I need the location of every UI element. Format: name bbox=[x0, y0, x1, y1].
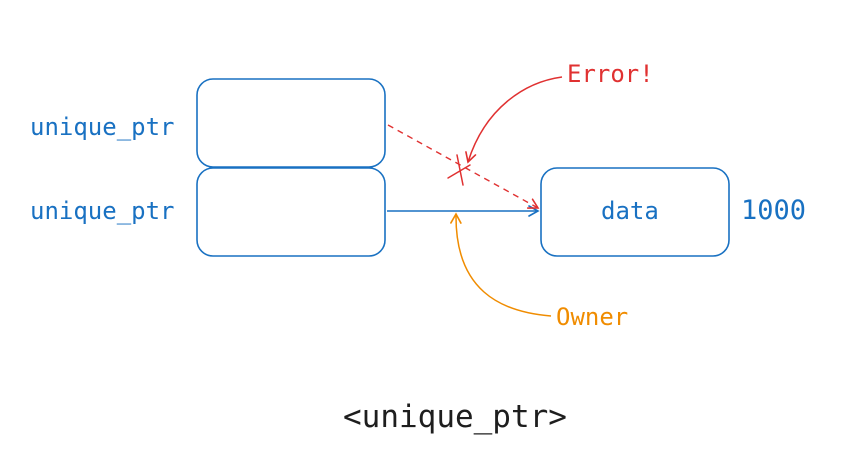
cross-mark bbox=[447, 154, 471, 186]
invalid-copy-arrow bbox=[387, 124, 540, 209]
error-callout-arrow bbox=[465, 76, 563, 164]
data-box bbox=[540, 167, 730, 257]
diagram-title: <unique_ptr> bbox=[343, 399, 567, 435]
ptr-box-bottom bbox=[196, 167, 386, 257]
data-label: data bbox=[601, 197, 659, 225]
ptr-label-top: unique_ptr bbox=[30, 113, 175, 141]
ref-count-label: 1000 bbox=[741, 195, 807, 226]
error-label: Error! bbox=[567, 60, 654, 88]
owner-callout-arrow bbox=[450, 212, 552, 317]
ptr-box-top bbox=[196, 78, 386, 168]
ptr-label-bottom: unique_ptr bbox=[30, 197, 175, 225]
owner-label: Owner bbox=[556, 303, 629, 331]
